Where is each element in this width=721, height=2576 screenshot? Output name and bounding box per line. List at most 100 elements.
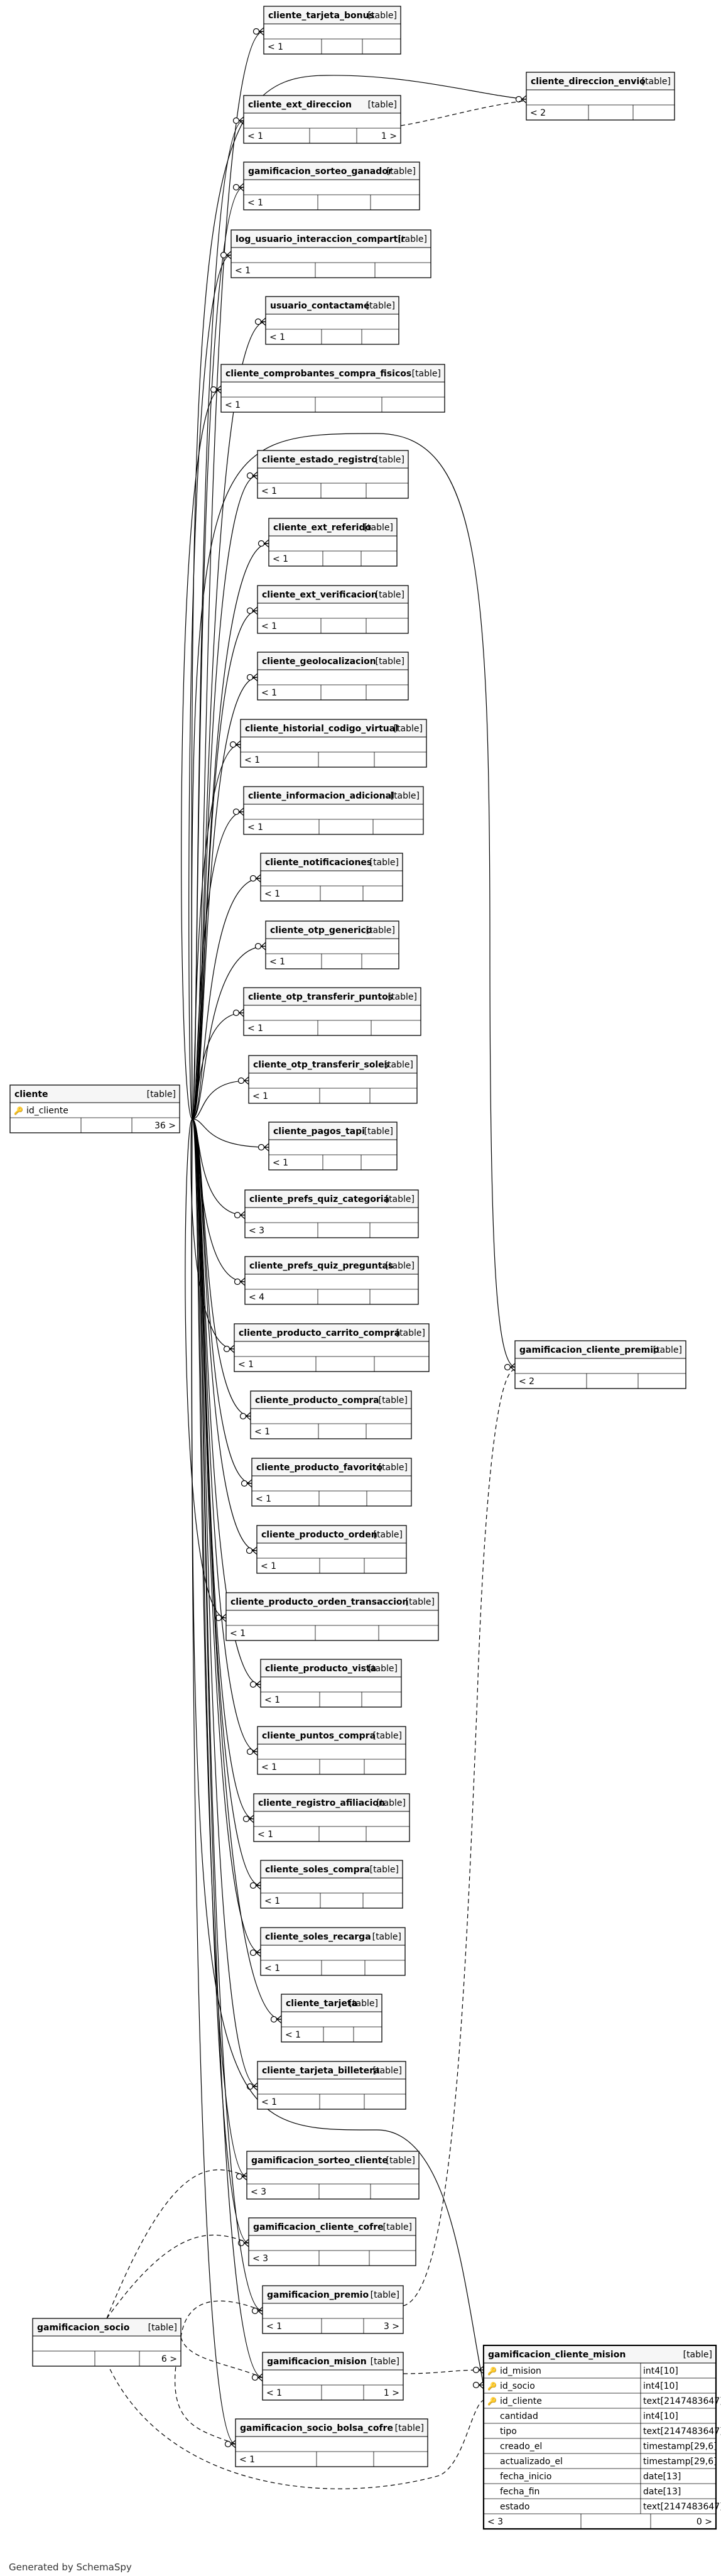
parents-count[interactable]: < 1 bbox=[239, 2455, 255, 2465]
table-name[interactable]: cliente_comprobantes_compra_fisicos bbox=[225, 369, 411, 379]
parents-count[interactable]: < 4 bbox=[249, 1292, 264, 1302]
table-name[interactable]: usuario_contactame bbox=[270, 301, 370, 311]
parents-count[interactable]: < 3 bbox=[252, 2254, 268, 2264]
table-cliente-producto-orden[interactable]: cliente_producto_orden[table]< 1 bbox=[256, 1525, 407, 1574]
table-name[interactable]: cliente_otp_transferir_puntos bbox=[248, 992, 393, 1002]
parents-count[interactable]: < 1 bbox=[261, 1561, 276, 1571]
parents-count[interactable]: < 1 bbox=[261, 2097, 277, 2107]
parents-count[interactable]: < 1 bbox=[269, 957, 285, 967]
children-count[interactable]: 0 > bbox=[697, 2517, 712, 2527]
parents-count[interactable]: < 1 bbox=[247, 1023, 263, 1034]
table-name[interactable]: gamificacion_premio bbox=[267, 2290, 369, 2300]
parents-count[interactable]: < 1 bbox=[230, 1629, 246, 1639]
table-name[interactable]: cliente_notificaciones bbox=[265, 858, 372, 868]
table-cliente-prefs-quiz-preguntas[interactable]: cliente_prefs_quiz_preguntas[table]< 4 bbox=[244, 1256, 419, 1305]
table-name[interactable]: cliente_geolocalizacion bbox=[262, 657, 376, 667]
table-name[interactable]: gamificacion_sorteo_ganador bbox=[248, 166, 393, 177]
parents-count[interactable]: < 1 bbox=[266, 2322, 282, 2332]
parents-count[interactable]: < 1 bbox=[266, 2388, 282, 2398]
table-cliente-historial-codigo-virtual[interactable]: cliente_historial_codigo_virtual[table]<… bbox=[240, 719, 427, 768]
table-name[interactable]: cliente_direccion_envio bbox=[531, 77, 646, 87]
parents-count[interactable]: < 1 bbox=[261, 1762, 277, 1772]
table-name[interactable]: cliente_producto_vista bbox=[265, 1664, 376, 1674]
table-cliente-informacion-adicional[interactable]: cliente_informacion_adicional[table]< 1 bbox=[243, 786, 424, 835]
table-name[interactable]: gamificacion_socio bbox=[37, 2323, 130, 2333]
table-cliente-soles-compra[interactable]: cliente_soles_compra[table]< 1 bbox=[260, 1860, 403, 1909]
table-name[interactable]: cliente_prefs_quiz_categoria bbox=[249, 1194, 389, 1204]
parents-count[interactable]: < 1 bbox=[273, 1158, 288, 1168]
parents-count[interactable]: < 1 bbox=[252, 1091, 268, 1101]
table-name[interactable]: cliente_producto_carrito_compra bbox=[239, 1328, 400, 1338]
table-name[interactable]: cliente_tarjeta_bonus bbox=[268, 11, 374, 21]
table-gamificacion-cliente-premio[interactable]: gamificacion_cliente_premio[table]< 2 bbox=[514, 1340, 686, 1389]
table-usuario-contactame[interactable]: usuario_contactame[table]< 1 bbox=[265, 296, 399, 345]
table-name[interactable]: gamificacion_cliente_cofre bbox=[253, 2222, 384, 2232]
table-log-usuario-interaccion-compartir[interactable]: log_usuario_interaccion_compartir[table]… bbox=[230, 229, 431, 278]
table-cliente-producto-compra[interactable]: cliente_producto_compra[table]< 1 bbox=[250, 1390, 412, 1439]
table-gamificacion-socio-bolsa-cofre[interactable]: gamificacion_socio_bolsa_cofre[table]< 1 bbox=[235, 2418, 428, 2467]
parents-count[interactable]: < 1 bbox=[247, 198, 263, 208]
parents-count[interactable]: < 1 bbox=[258, 1830, 273, 1840]
table-name[interactable]: cliente_prefs_quiz_preguntas bbox=[249, 1261, 393, 1271]
table-name[interactable]: cliente_ext_verificacion bbox=[262, 590, 377, 600]
table-cliente-producto-carrito-compra[interactable]: cliente_producto_carrito_compra[table]< … bbox=[234, 1323, 430, 1372]
table-name[interactable]: cliente_producto_orden_transaccion bbox=[230, 1597, 408, 1607]
parents-count[interactable]: < 1 bbox=[235, 266, 251, 276]
table-name[interactable]: cliente_informacion_adicional bbox=[248, 791, 394, 801]
table-cliente-producto-vista[interactable]: cliente_producto_vista[table]< 1 bbox=[260, 1659, 402, 1708]
children-count[interactable]: 1 > bbox=[381, 131, 397, 141]
parents-count[interactable]: < 1 bbox=[254, 1427, 270, 1437]
parents-count[interactable]: < 1 bbox=[273, 554, 288, 564]
table-cliente-producto-favorito[interactable]: cliente_producto_favorito[table]< 1 bbox=[251, 1458, 412, 1507]
parents-count[interactable]: < 1 bbox=[238, 1360, 254, 1370]
parents-count[interactable]: < 1 bbox=[247, 131, 263, 141]
table-name[interactable]: log_usuario_interaccion_compartir bbox=[236, 234, 405, 244]
parents-count[interactable]: < 1 bbox=[225, 400, 241, 410]
table-cliente-notificaciones[interactable]: cliente_notificaciones[table]< 1 bbox=[260, 853, 403, 902]
parents-count[interactable]: < 1 bbox=[264, 1896, 280, 1906]
parents-count[interactable]: < 1 bbox=[261, 486, 277, 496]
children-count[interactable]: 6 > bbox=[161, 2354, 177, 2364]
parents-count[interactable]: < 3 bbox=[249, 1226, 264, 1236]
parents-count[interactable]: < 1 bbox=[264, 1695, 280, 1705]
table-cliente-estado-registro[interactable]: cliente_estado_registro[table]< 1 bbox=[257, 450, 409, 499]
parents-count[interactable]: < 1 bbox=[268, 42, 283, 52]
table-name[interactable]: cliente_tarjeta bbox=[286, 1999, 357, 2009]
table-name[interactable]: cliente_soles_compra bbox=[265, 1865, 370, 1875]
table-name[interactable]: cliente_producto_compra bbox=[255, 1395, 379, 1405]
table-cliente-tarjeta[interactable]: cliente_tarjeta[table]< 1 bbox=[281, 1994, 382, 2043]
parents-count[interactable]: < 1 bbox=[256, 1494, 271, 1504]
table-cliente-geolocalizacion[interactable]: cliente_geolocalizacion[table]< 1 bbox=[257, 652, 409, 701]
parents-count[interactable]: < 2 bbox=[530, 108, 546, 118]
table-gamificacion-cliente-mision[interactable]: gamificacion_cliente_mision[table]🔑id_mi… bbox=[482, 2344, 721, 2530]
table-cliente-producto-orden-transaccion[interactable]: cliente_producto_orden_transaccion[table… bbox=[225, 1592, 439, 1641]
table-name[interactable]: cliente bbox=[14, 1089, 48, 1100]
table-cliente-tarjeta-bonus[interactable]: cliente_tarjeta_bonus[table]< 1 bbox=[263, 6, 401, 55]
table-name[interactable]: gamificacion_sorteo_cliente bbox=[251, 2156, 388, 2166]
table-cliente-ext-verificacion[interactable]: cliente_ext_verificacion[table]< 1 bbox=[257, 585, 409, 634]
table-name[interactable]: cliente_ext_direccion bbox=[248, 100, 352, 110]
table-name[interactable]: gamificacion_mision bbox=[267, 2357, 367, 2367]
parents-count[interactable]: < 2 bbox=[519, 1377, 534, 1387]
parents-count[interactable]: < 1 bbox=[247, 822, 263, 832]
parents-count[interactable]: < 3 bbox=[487, 2517, 503, 2527]
table-cliente-prefs-quiz-categoria[interactable]: cliente_prefs_quiz_categoria[table]< 3 bbox=[244, 1189, 419, 1238]
table-gamificacion-socio[interactable]: gamificacion_socio[table]6 > bbox=[32, 2318, 182, 2367]
table-name[interactable]: cliente_otp_generico bbox=[270, 925, 372, 936]
parents-count[interactable]: < 1 bbox=[261, 621, 277, 631]
table-cliente-puntos-compra[interactable]: cliente_puntos_compra[table]< 1 bbox=[257, 1726, 406, 1775]
table-cliente-ext-referido[interactable]: cliente_ext_referido[table]< 1 bbox=[268, 518, 398, 567]
table-cliente-pagos-tapi[interactable]: cliente_pagos_tapi[table]< 1 bbox=[268, 1122, 398, 1171]
table-name[interactable]: cliente_estado_registro bbox=[262, 455, 377, 465]
table-cliente-registro-afiliacion[interactable]: cliente_registro_afiliacion[table]< 1 bbox=[253, 1793, 410, 1842]
table-name[interactable]: cliente_otp_transferir_soles bbox=[253, 1060, 389, 1070]
table-name[interactable]: gamificacion_socio_bolsa_cofre bbox=[240, 2423, 393, 2433]
children-count[interactable]: 3 > bbox=[384, 2322, 399, 2332]
table-name[interactable]: cliente_puntos_compra bbox=[262, 1731, 376, 1741]
table-name[interactable]: cliente_producto_orden bbox=[261, 1530, 377, 1540]
table-name[interactable]: cliente_pagos_tapi bbox=[273, 1127, 365, 1137]
parents-count[interactable]: < 1 bbox=[269, 332, 285, 342]
parents-count[interactable]: < 1 bbox=[285, 2030, 301, 2040]
